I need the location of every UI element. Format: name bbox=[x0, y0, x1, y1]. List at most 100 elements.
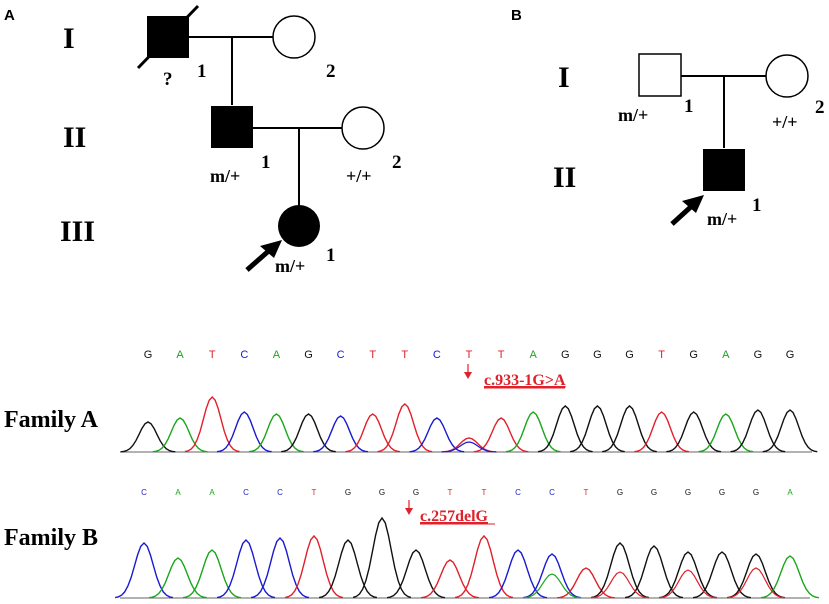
family-b-base-7: G bbox=[345, 488, 351, 497]
family-a-peak-1 bbox=[120, 421, 176, 453]
family-a-traces bbox=[120, 395, 818, 453]
family-b-base-4: C bbox=[243, 488, 249, 497]
generation-label-B-I: I bbox=[558, 61, 570, 94]
family-a-base-4: C bbox=[240, 349, 248, 361]
family-a-peak-21 bbox=[762, 409, 818, 453]
family-a-peak-20 bbox=[730, 409, 786, 453]
pedigree-a-II1-number: 1 bbox=[261, 152, 271, 173]
pedigree-a-I2-female bbox=[272, 15, 316, 59]
family-b-peak-20 bbox=[760, 555, 820, 599]
pedigree-b-II1-genotype: m/+ bbox=[707, 209, 737, 229]
family-a-base-12: T bbox=[498, 349, 505, 361]
family-b-secondary-peak-4 bbox=[727, 567, 785, 599]
family-a-base-15: G bbox=[593, 349, 602, 361]
family-b-base-19: G bbox=[753, 488, 759, 497]
family-b-peak-3 bbox=[182, 549, 242, 599]
family-a-base-6: G bbox=[304, 349, 313, 361]
pedigree-a-I1-genotype: ? bbox=[163, 69, 173, 90]
family-a-peak-3 bbox=[184, 395, 240, 453]
family-a-mutation-label: c.933-1G>A bbox=[484, 372, 566, 389]
family-b-peak-15 bbox=[590, 541, 650, 599]
family-b-base-1: C bbox=[141, 488, 147, 497]
family-a-secondary-peak-1 bbox=[441, 441, 497, 453]
family-a-base-5: A bbox=[273, 349, 281, 361]
generation-label-I: I bbox=[63, 22, 75, 55]
family-a-peak-19 bbox=[698, 413, 754, 453]
family-b-label: Family B bbox=[4, 525, 98, 551]
family-b-peak-14 bbox=[557, 567, 615, 599]
family-b-peak-18 bbox=[692, 551, 752, 599]
family-b-peak-5 bbox=[250, 536, 310, 599]
family-b-base-9: G bbox=[413, 488, 419, 497]
pedigree-a-II1-affected-male bbox=[211, 106, 253, 148]
family-a-base-18: G bbox=[689, 349, 698, 361]
family-a-peak-5 bbox=[248, 413, 304, 453]
family-b-base-3: A bbox=[209, 488, 215, 497]
pedigree-b-II1-number: 1 bbox=[752, 195, 762, 216]
family-b-peak-9 bbox=[386, 549, 446, 599]
pedigree-a-II2-female bbox=[341, 106, 385, 150]
family-b-base-8: G bbox=[379, 488, 385, 497]
family-a-base-20: G bbox=[754, 349, 763, 361]
family-a-base-8: T bbox=[369, 349, 376, 361]
deceased-slash bbox=[136, 4, 200, 70]
family-a-peak-7 bbox=[313, 415, 368, 453]
pedigree-b-II1-affected-male bbox=[703, 149, 745, 191]
pedigree-a-III1-genotype: m/+ bbox=[275, 256, 305, 276]
pedigree-a-III1-affected-female bbox=[278, 205, 320, 247]
family-a-base-17: T bbox=[658, 349, 665, 361]
family-b-secondary-peak-2 bbox=[591, 571, 649, 599]
family-b-traces bbox=[114, 516, 820, 599]
family-a-peak-16 bbox=[602, 405, 657, 453]
family-b-base-20: A bbox=[787, 488, 793, 497]
family-b-base-5: C bbox=[277, 488, 283, 497]
family-b-base-10: T bbox=[448, 488, 453, 497]
family-b-peak-6 bbox=[284, 534, 344, 599]
family-b-base-16: G bbox=[651, 488, 657, 497]
family-b-peak-10 bbox=[420, 559, 480, 599]
pedigree-b-I2-number: 2 bbox=[815, 97, 825, 118]
pedigree-a-III1-number: 1 bbox=[326, 245, 336, 266]
pedigree-b-I1-male bbox=[638, 53, 682, 97]
family-b-peak-7 bbox=[318, 538, 378, 599]
generation-label-B-II: II bbox=[553, 161, 576, 194]
family-b-base-13: C bbox=[549, 488, 555, 497]
pedigree-b-I2-genotype: +/+ bbox=[772, 112, 798, 132]
family-a-base-7: C bbox=[337, 349, 345, 361]
family-a-peak-12 bbox=[473, 417, 529, 453]
pedigree-b: I II m/+ 1 +/+ 2 m/+ 1 bbox=[553, 53, 825, 229]
pedigree-b-I2-female bbox=[765, 54, 809, 98]
family-b-peak-13 bbox=[522, 553, 582, 599]
family-b-base-18: G bbox=[719, 488, 725, 497]
family-b-peak-11 bbox=[454, 534, 514, 599]
generation-label-II: II bbox=[63, 121, 86, 154]
family-a-base-1: G bbox=[144, 349, 153, 361]
family-b-peak-19 bbox=[726, 553, 786, 599]
family-b-peak-12 bbox=[488, 549, 548, 599]
mutation-arrow-icon bbox=[405, 508, 413, 515]
family-b-mutation-marker bbox=[405, 500, 413, 515]
panel-label-b: B bbox=[511, 7, 522, 24]
family-b-base-15: G bbox=[617, 488, 623, 497]
family-b-mutation-label: c.257delG bbox=[420, 508, 489, 525]
family-a-base-13: A bbox=[530, 349, 538, 361]
family-a-peak-15 bbox=[569, 405, 625, 453]
family-a-peak-14 bbox=[537, 405, 593, 453]
pedigree-a: I II III ? 1 2 m/+ 1 +/+ 2 m/+ 1 bbox=[60, 4, 402, 276]
family-b-peak-4 bbox=[216, 538, 276, 599]
family-b-secondary-peak-3 bbox=[659, 569, 717, 599]
family-b-peak-1 bbox=[114, 541, 174, 599]
family-b-peak-8 bbox=[352, 516, 412, 599]
family-a-base-3: T bbox=[209, 349, 216, 361]
family-a-base-21: G bbox=[786, 349, 795, 361]
proband-arrow-icon bbox=[245, 240, 282, 272]
pedigree-a-I2-number: 2 bbox=[326, 61, 336, 82]
family-b-base-14: T bbox=[584, 488, 589, 497]
mutation-arrow-icon bbox=[464, 372, 472, 379]
proband-arrow-icon bbox=[670, 195, 704, 226]
family-a-peak-2 bbox=[152, 417, 208, 453]
